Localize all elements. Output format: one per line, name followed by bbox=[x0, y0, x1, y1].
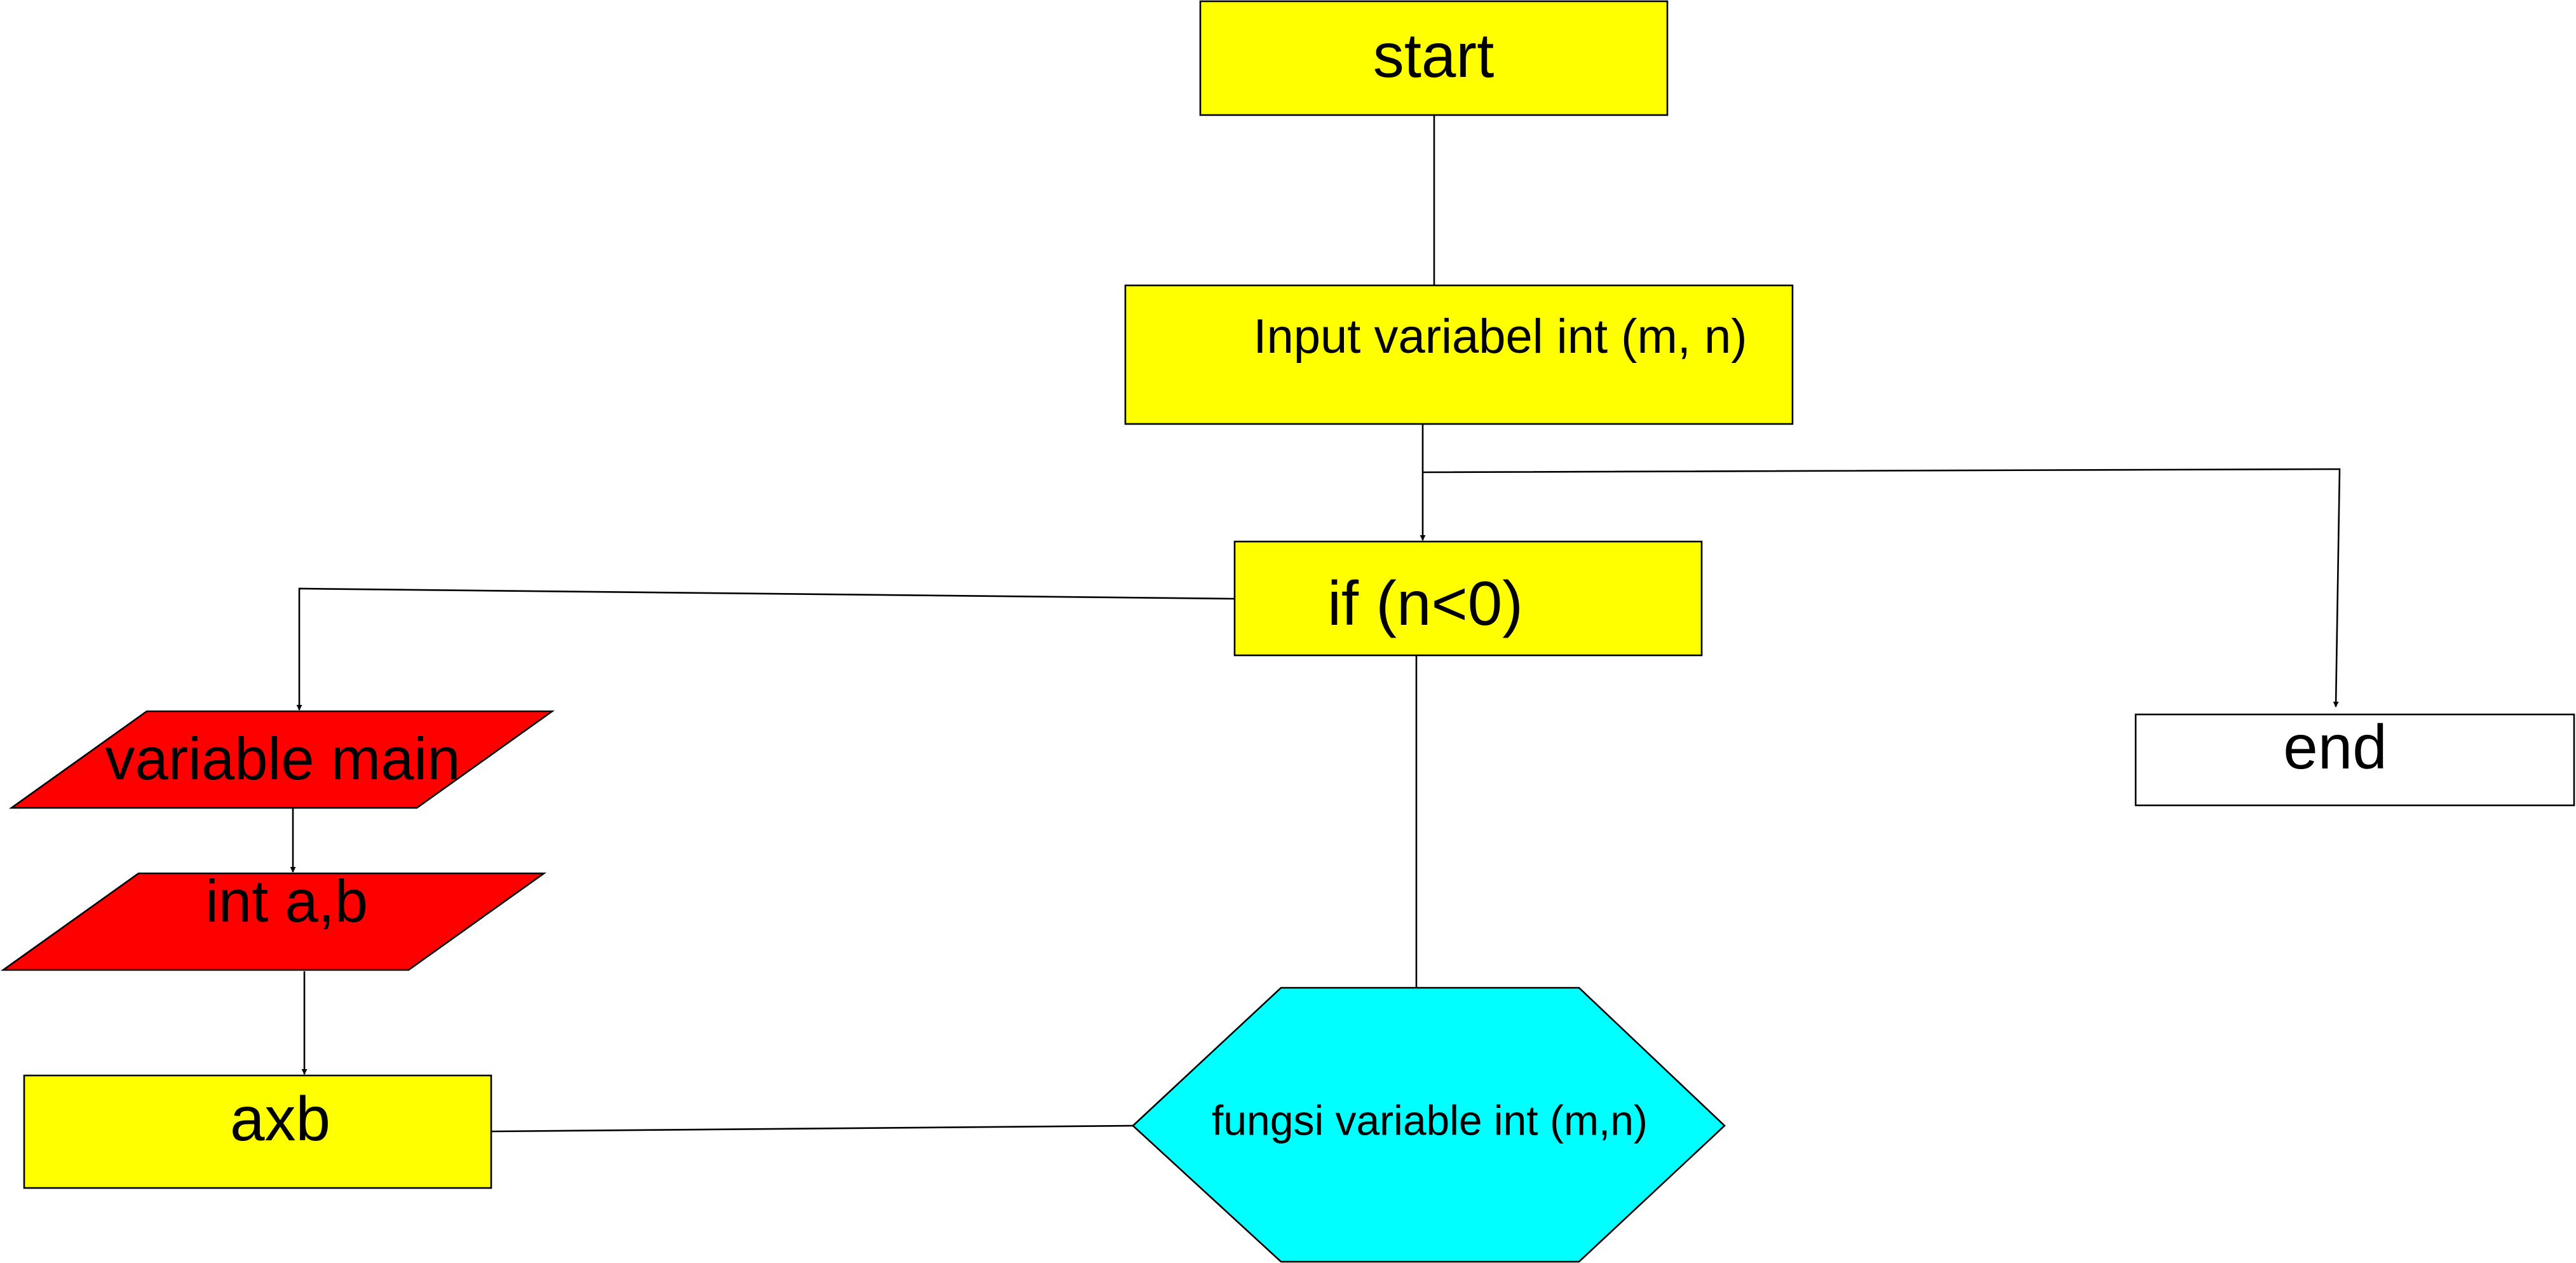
edge-axb-to-function bbox=[491, 1124, 1134, 1133]
node-function: fungsi variable int (m,n) bbox=[1132, 987, 1726, 1263]
function-label: fungsi variable int (m,n) bbox=[1212, 1096, 1648, 1144]
node-end: end bbox=[2134, 712, 2575, 807]
function-hexagon bbox=[1132, 987, 1726, 1263]
node-input: Input variabel int (m, n) bbox=[1124, 284, 1794, 425]
node-variable-main: variable main bbox=[8, 710, 555, 809]
node-axb: axb bbox=[23, 1074, 492, 1189]
int-ab-parallelogram bbox=[0, 872, 547, 971]
node-condition: if (n<0) bbox=[1233, 540, 1703, 657]
end-label: end bbox=[2283, 712, 2387, 782]
variable-main-label: variable main bbox=[105, 725, 460, 792]
int-ab-label: int a,b bbox=[205, 868, 368, 934]
input-box bbox=[1124, 284, 1794, 425]
edges bbox=[290, 116, 2341, 1133]
end-box bbox=[2134, 713, 2575, 807]
edge-condition-to-variable-main bbox=[296, 587, 1235, 711]
start-label: start bbox=[1373, 20, 1495, 90]
axb-label: axb bbox=[230, 1084, 330, 1154]
edge-input-to-end bbox=[1422, 468, 2341, 707]
condition-label: if (n<0) bbox=[1327, 568, 1523, 638]
node-start: start bbox=[1199, 0, 1669, 116]
input-label: Input variabel int (m, n) bbox=[1253, 310, 1747, 364]
variable-main-parallelogram bbox=[8, 710, 555, 809]
condition-box bbox=[1233, 540, 1703, 657]
axb-box bbox=[23, 1074, 492, 1189]
node-int-ab: int a,b bbox=[0, 868, 547, 971]
start-box bbox=[1199, 0, 1669, 116]
